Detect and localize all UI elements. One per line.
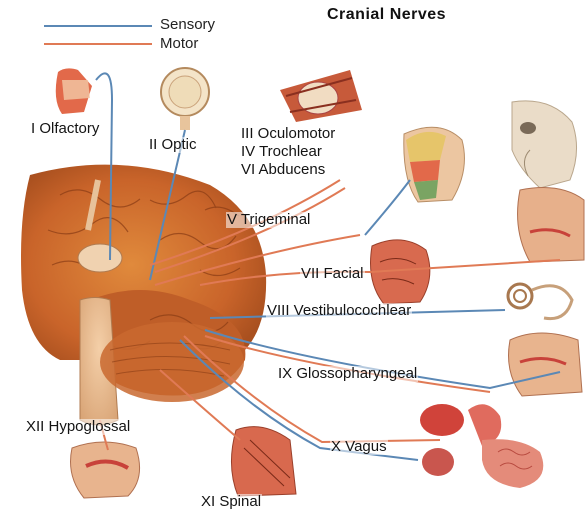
visceral-organs-illustration	[420, 404, 543, 488]
skull-illustration	[512, 101, 577, 188]
label-spinal: XI Spinal	[200, 494, 262, 510]
diagram-title: Cranial Nerves	[327, 6, 446, 24]
trigeminal-face-illustration	[404, 127, 465, 202]
legend-motor-label: Motor	[160, 36, 198, 52]
label-optic: II Optic	[148, 137, 198, 153]
legend-sensory-label: Sensory	[160, 17, 215, 33]
label-vagus: X Vagus	[330, 439, 388, 455]
label-glossopharyngeal: IX Glossopharyngeal	[277, 366, 418, 382]
label-vestibulocochlear: VIII Vestibulocochlear	[266, 303, 412, 319]
label-trochlear: IV Trochlear	[240, 144, 323, 160]
throat-illustration	[509, 333, 583, 396]
neck-muscles-illustration	[231, 427, 296, 496]
label-oculomotor: III Oculomotor	[240, 126, 336, 142]
label-trigeminal: V Trigeminal	[226, 212, 311, 228]
oral-cavity-illustration	[518, 188, 584, 262]
tongue-illustration	[71, 442, 140, 498]
inner-ear-illustration	[508, 284, 572, 319]
label-olfactory: I Olfactory	[30, 121, 100, 137]
label-facial: VII Facial	[300, 266, 365, 282]
label-hypoglossal: XII Hypoglossal	[25, 419, 131, 435]
label-abducens: VI Abducens	[240, 162, 326, 178]
eye-muscles-illustration	[280, 70, 362, 122]
